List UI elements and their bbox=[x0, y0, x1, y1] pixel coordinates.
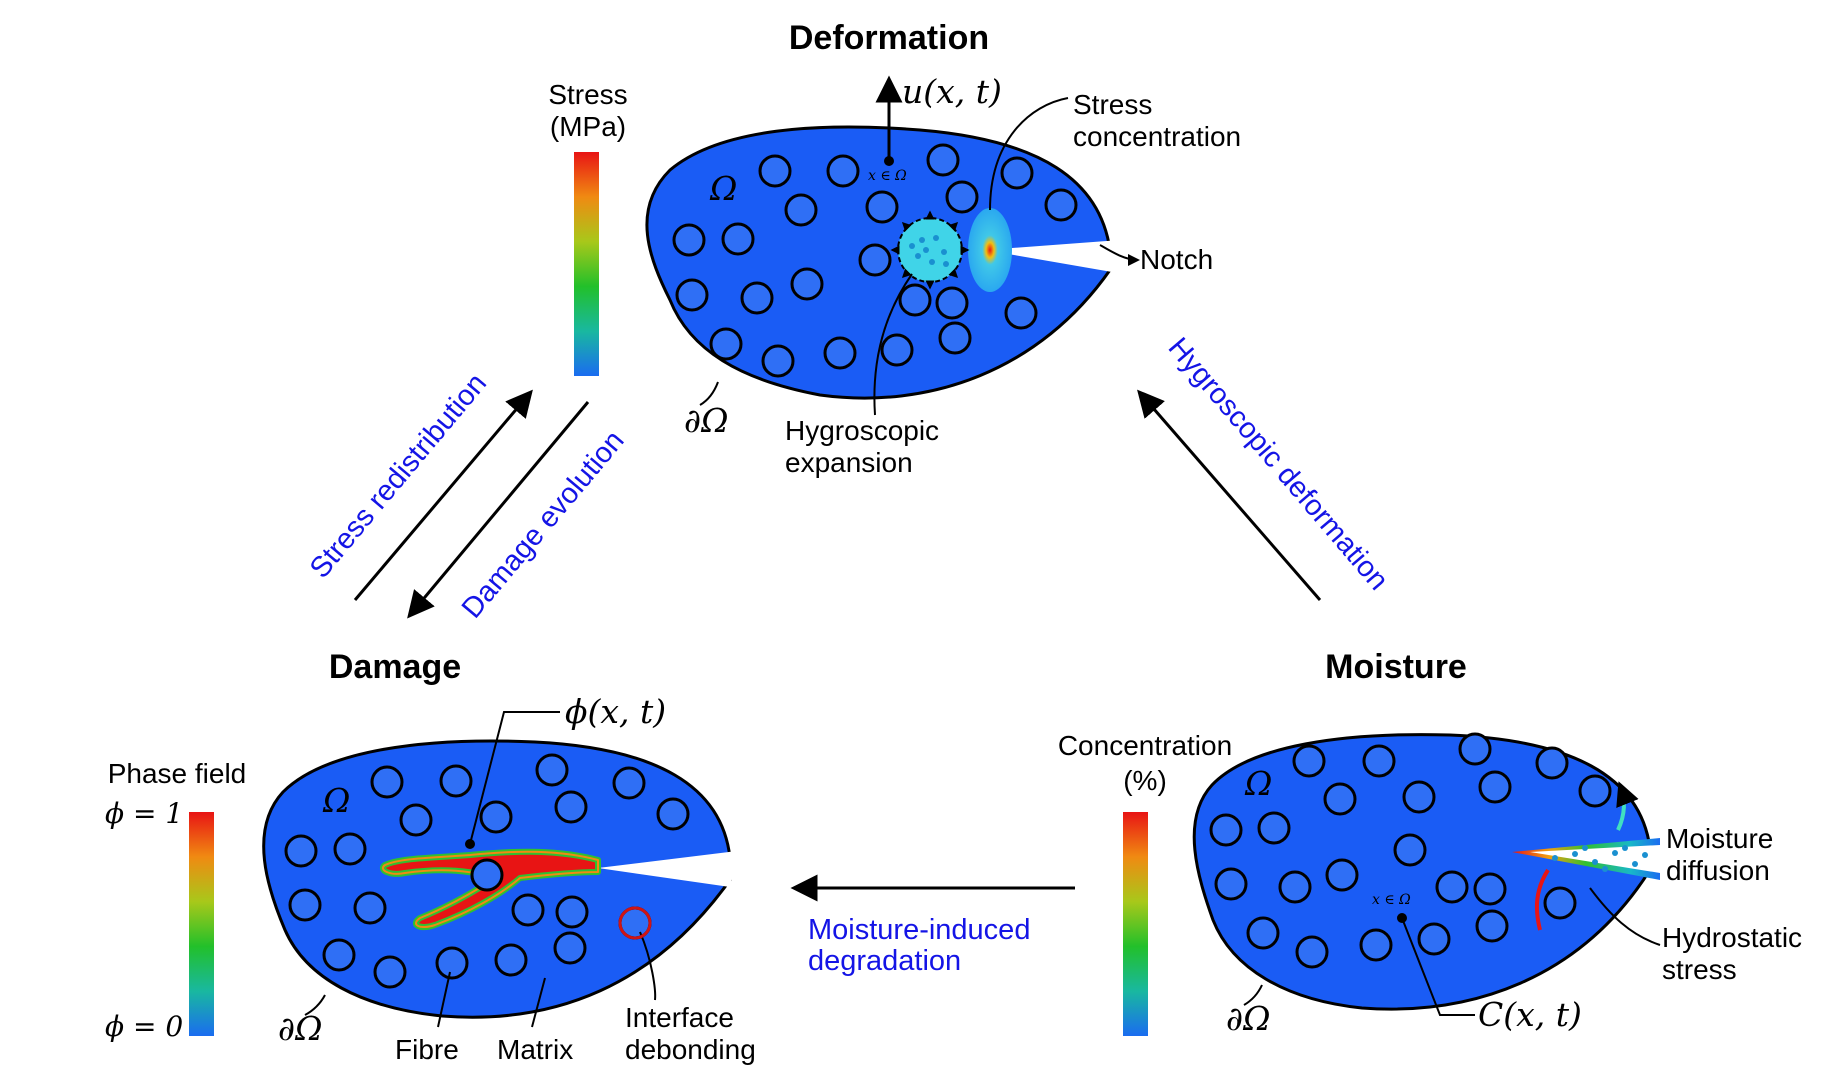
damage-fibres bbox=[284, 753, 690, 989]
moisture-domain-label: Ω bbox=[1244, 764, 1272, 803]
concentration-leader bbox=[1401, 917, 1475, 1016]
moisture-title: Moisture bbox=[1325, 648, 1467, 686]
phase-field-colorbar bbox=[189, 812, 214, 1036]
damage-boundary-label: ∂Ω bbox=[278, 1009, 322, 1048]
deformation-fibres bbox=[672, 143, 1078, 378]
hydrostatic-stress-label-2: stress bbox=[1662, 954, 1737, 985]
expanding-fibre bbox=[890, 210, 970, 290]
concentration-colorbar-title: Concentration bbox=[1058, 730, 1232, 761]
damage-domain-label: Ω bbox=[322, 781, 350, 820]
boundary-label: ∂Ω bbox=[684, 401, 728, 440]
damage-notch bbox=[598, 851, 737, 887]
notch-label: Notch bbox=[1140, 244, 1213, 275]
interface-debonding-leader bbox=[639, 931, 657, 1001]
matrix-leader bbox=[531, 977, 546, 1028]
stress-redistribution-label: Stress redistribution bbox=[304, 368, 493, 585]
interface-debonding-label-1: Interface bbox=[625, 1002, 734, 1033]
moisture-boundary-label: ∂Ω bbox=[1226, 999, 1270, 1038]
moisture-induced-label-1: Moisture-induced bbox=[808, 914, 1030, 946]
moisture-droplets bbox=[1552, 845, 1648, 872]
interface-debonding-label-2: debonding bbox=[625, 1034, 756, 1065]
hygroscopic-expansion-label-2: expansion bbox=[785, 447, 913, 478]
displacement-label: u(x, t) bbox=[902, 72, 1002, 111]
hydrostatic-stress-label-1: Hydrostatic bbox=[1662, 922, 1802, 953]
stress-colorbar bbox=[574, 152, 599, 376]
concentration-label: C(x, t) bbox=[1478, 995, 1582, 1034]
damage-boundary-leader bbox=[304, 994, 326, 1016]
concentration-colorbar-unit: (%) bbox=[1123, 765, 1167, 796]
diffusion-flow-cyan bbox=[1616, 781, 1639, 831]
diffusion-flow-red bbox=[1534, 868, 1550, 931]
point-label: x ∈ Ω bbox=[868, 168, 907, 184]
stress-concentration-label-1: Stress bbox=[1073, 89, 1152, 120]
domain-label: Ω bbox=[709, 169, 737, 208]
moisture-diffusion-label-2: diffusion bbox=[1666, 855, 1770, 886]
moisture-fibres bbox=[1209, 732, 1612, 969]
hygroscopic-expansion-label-1: Hygroscopic bbox=[785, 415, 939, 446]
fibre-leader bbox=[437, 971, 451, 1028]
moisture-boundary-leader bbox=[1243, 984, 1263, 1006]
fibre-label: Fibre bbox=[395, 1034, 459, 1065]
notch-wedge bbox=[985, 240, 1120, 272]
stress-redistribution-arrow bbox=[353, 389, 533, 601]
concentration-colorbar bbox=[1123, 812, 1148, 1036]
stress-concentration-leader bbox=[989, 97, 1069, 211]
crack-phase-field bbox=[380, 848, 601, 930]
hygroscopic-deformation-label: Hygroscopic deformation bbox=[1162, 332, 1395, 597]
damage-evolution-arrow bbox=[407, 401, 590, 619]
phi-bottom-label: ϕ = 0 bbox=[105, 1010, 183, 1043]
debonding-ring bbox=[618, 906, 652, 940]
matrix-label: Matrix bbox=[497, 1034, 573, 1065]
phase-field-leader bbox=[469, 711, 560, 845]
hydrostatic-stress-leader bbox=[1589, 887, 1661, 946]
deformation-title: Deformation bbox=[789, 19, 989, 57]
phi-top-label: ϕ = 1 bbox=[105, 797, 183, 830]
moisture-diffusion-label-1: Moisture bbox=[1666, 823, 1773, 854]
deformation-panel: Stress (MPa) bbox=[548, 72, 1241, 478]
notch-leader bbox=[1099, 244, 1140, 266]
stress-colorbar-unit: (MPa) bbox=[550, 111, 626, 142]
material-point bbox=[884, 156, 894, 166]
stress-concentration-label-2: concentration bbox=[1073, 121, 1241, 152]
stress-concentration-field bbox=[968, 208, 1012, 292]
phase-field-label: ϕ(x, t) bbox=[565, 692, 666, 731]
hygroscopic-deformation-arrow bbox=[1137, 389, 1322, 601]
stress-colorbar-title: Stress bbox=[548, 79, 627, 110]
moisture-point-label: x ∈ Ω bbox=[1372, 892, 1411, 908]
damage-panel: Phase field ϕ = 1 ϕ = 0 Ω ϕ(x, t) ∂Ω bbox=[105, 692, 756, 1065]
phase-field-colorbar-title: Phase field bbox=[108, 758, 247, 789]
hygroscopic-expansion-leader bbox=[873, 273, 913, 416]
moisture-panel: Concentration (%) Ω x ∈ Ω C(x, t) bbox=[1058, 730, 1802, 1038]
damage-title: Damage bbox=[329, 648, 461, 686]
boundary-leader bbox=[699, 381, 719, 406]
moisture-induced-label-2: degradation bbox=[808, 945, 961, 977]
